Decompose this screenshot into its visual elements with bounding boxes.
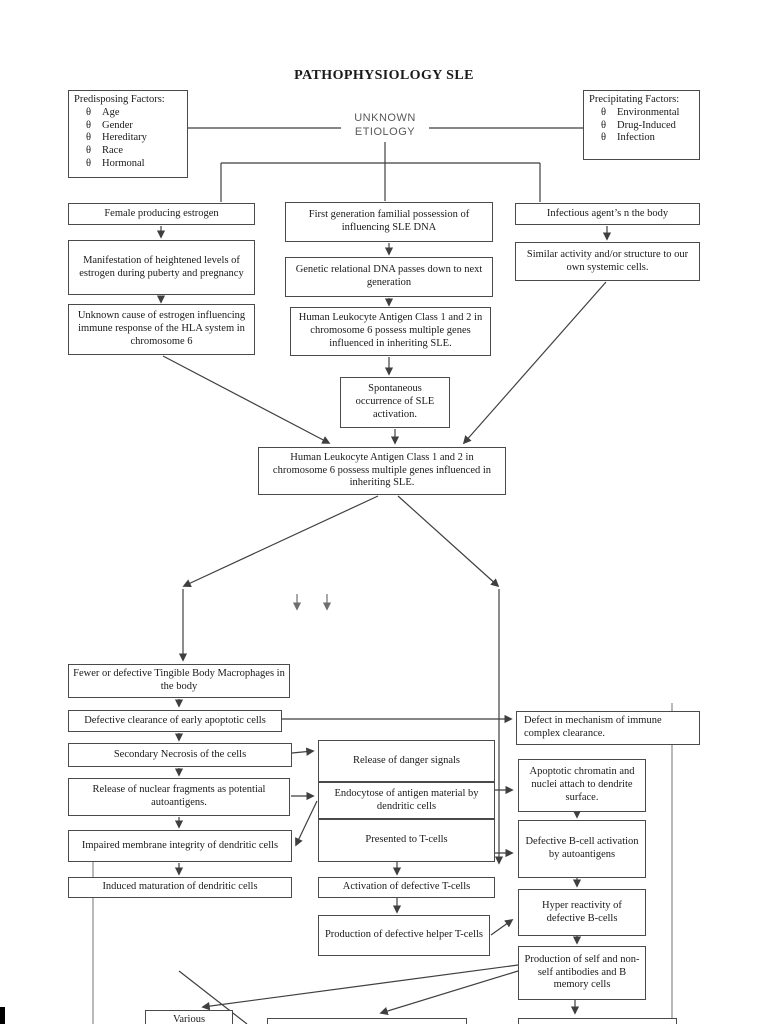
- node-release-danger: Release of danger signals: [318, 740, 495, 782]
- node-infectious-agents: Infectious agent’s n the body: [515, 203, 700, 225]
- node-similar-activity: Similar activity and/or structure to our…: [515, 242, 700, 281]
- node-endocytose: Endocytose of antigen material by dendri…: [318, 782, 495, 819]
- node-secondary-necrosis: Secondary Necrosis of the cells: [68, 743, 292, 767]
- node-hla-mid: Human Leukocyte Antigen Class 1 and 2 in…: [290, 307, 491, 356]
- page-title: PATHOPHYSIOLOGY SLE: [294, 68, 474, 83]
- etiology-line1: UNKNOWN: [354, 112, 416, 124]
- theta-bullet-icon: θ: [601, 132, 607, 144]
- theta-bullet-icon: θ: [86, 145, 92, 157]
- node-hla-central: Human Leukocyte Antigen Class 1 and 2 in…: [258, 447, 506, 495]
- node-various: Various: [145, 1010, 233, 1024]
- node-defective-clearance: Defective clearance of early apoptotic c…: [68, 710, 282, 732]
- node-genetic-dna: Genetic relational DNA passes down to ne…: [285, 257, 493, 297]
- theta-bullet-icon: θ: [86, 119, 92, 131]
- node-production-antibodies: Production of self and non-self antibodi…: [518, 946, 646, 1000]
- theta-bullet-icon: θ: [601, 119, 607, 131]
- predisposing-heading: Predisposing Factors:: [74, 94, 165, 105]
- node-fewer-tingible: Fewer or defective Tingible Body Macroph…: [68, 664, 290, 698]
- node-defective-bcell: Defective B-cell activation by autoantig…: [518, 820, 646, 878]
- node-presented-tcells: Presented to T-cells: [318, 819, 495, 862]
- node-spontaneous-sle: Spontaneous occurrence of SLE activation…: [340, 377, 450, 428]
- theta-bullet-icon: θ: [86, 106, 92, 118]
- node-induced-maturation: Induced maturation of dendritic cells: [68, 877, 292, 898]
- precipitating-heading: Precipitating Factors:: [589, 94, 680, 105]
- unknown-etiology-label: UNKNOWN ETIOLOGY: [330, 111, 440, 140]
- node-bottom-right: [518, 1018, 677, 1024]
- theta-bullet-icon: θ: [86, 157, 92, 169]
- node-bottom-middle: [267, 1018, 467, 1024]
- scan-artifact: [0, 1007, 5, 1024]
- node-release-nuclear: Release of nuclear fragments as potentia…: [68, 778, 290, 816]
- node-production-helper-tcells: Production of defective helper T-cells: [318, 915, 490, 956]
- node-activation-tcells: Activation of defective T-cells: [318, 877, 495, 898]
- node-impaired-membrane: Impaired membrane integrity of dendritic…: [68, 830, 292, 862]
- node-first-generation: First generation familial possession of …: [285, 202, 493, 242]
- etiology-line2: ETIOLOGY: [354, 126, 416, 139]
- node-hyper-reactivity: Hyper reactivity of defective B-cells: [518, 889, 646, 936]
- theta-bullet-icon: θ: [86, 132, 92, 144]
- node-female-estrogen: Female producing estrogen: [68, 203, 255, 225]
- node-unknown-cause-estrogen: Unknown cause of estrogen influencing im…: [68, 304, 255, 355]
- node-apoptotic-chromatin: Apoptotic chromatin and nuclei attach to…: [518, 759, 646, 812]
- node-manifestation-estrogen: Manifestation of heightened levels of es…: [68, 240, 255, 295]
- theta-bullet-icon: θ: [601, 106, 607, 118]
- node-defect-mechanism: Defect in mechanism of immune complex cl…: [516, 711, 700, 745]
